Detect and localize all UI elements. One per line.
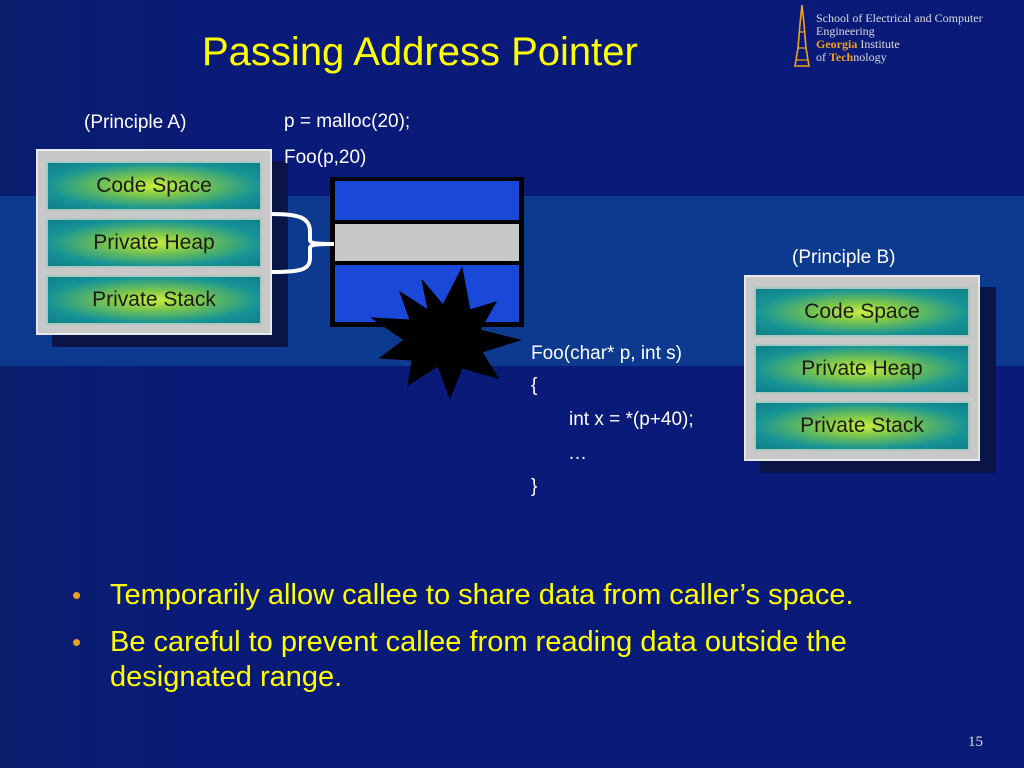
bullet-item: • Temporarily allow callee to share data… bbox=[70, 578, 950, 613]
logo-line-4: of Technology bbox=[816, 51, 983, 64]
callee-code-line-4: … bbox=[568, 443, 587, 464]
private-stack-box: Private Stack bbox=[46, 275, 262, 325]
bullet-item: • Be careful to prevent callee from read… bbox=[70, 625, 950, 695]
memory-cell-shared bbox=[335, 224, 519, 261]
memory-cell-top bbox=[335, 181, 519, 220]
logo-nology: nology bbox=[853, 50, 887, 64]
principle-b-label: (Principle B) bbox=[792, 247, 896, 268]
callee-code-line-1: Foo(char* p, int s) bbox=[531, 343, 682, 364]
logo-text: School of Electrical and Computer Engine… bbox=[816, 12, 983, 64]
principle-a-label: (Principle A) bbox=[84, 112, 187, 133]
code-space-box: Code Space bbox=[46, 161, 262, 211]
logo-of: of bbox=[816, 50, 829, 64]
private-heap-box: Private Heap bbox=[46, 218, 262, 268]
heap-bracket bbox=[271, 212, 335, 274]
page-number: 15 bbox=[968, 734, 983, 750]
logo-line-1: School of Electrical and Computer bbox=[816, 11, 983, 25]
logo-line-2: Engineering bbox=[816, 24, 875, 38]
principle-b-panel: Code Space Private Heap Private Stack bbox=[744, 275, 996, 473]
slide-title: Passing Address Pointer bbox=[202, 30, 638, 74]
logo-georgia: Georgia bbox=[816, 37, 858, 51]
code-space-box: Code Space bbox=[754, 287, 970, 337]
bullet-list: • Temporarily allow callee to share data… bbox=[70, 578, 950, 707]
private-heap-box: Private Heap bbox=[754, 344, 970, 394]
bullet-dot-icon: • bbox=[72, 627, 82, 657]
panel-frame: Code Space Private Heap Private Stack bbox=[36, 149, 272, 335]
caller-code-line-2: Foo(p,20) bbox=[284, 147, 367, 168]
panel-frame: Code Space Private Heap Private Stack bbox=[744, 275, 980, 461]
bullet-text: Temporarily allow callee to share data f… bbox=[110, 579, 854, 611]
bullet-text: Be careful to prevent callee from readin… bbox=[110, 626, 847, 693]
private-stack-box: Private Stack bbox=[754, 401, 970, 451]
left-gradient-strip bbox=[0, 0, 210, 768]
principle-a-panel: Code Space Private Heap Private Stack bbox=[36, 149, 288, 347]
callee-code-line-5: } bbox=[531, 476, 538, 497]
logo-institute: Institute bbox=[857, 37, 900, 51]
explosion-icon bbox=[370, 266, 522, 400]
tower-logo-icon bbox=[794, 4, 810, 67]
bullet-dot-icon: • bbox=[72, 580, 82, 610]
institution-logo: School of Electrical and Computer Engine… bbox=[792, 4, 1022, 70]
callee-code-line-2: { bbox=[531, 375, 538, 396]
logo-line-3: Georgia Institute bbox=[816, 38, 983, 51]
caller-code-line-1: p = malloc(20); bbox=[284, 111, 411, 132]
logo-tech: Tech bbox=[829, 50, 854, 64]
callee-code-line-3: int x = *(p+40); bbox=[569, 409, 694, 430]
